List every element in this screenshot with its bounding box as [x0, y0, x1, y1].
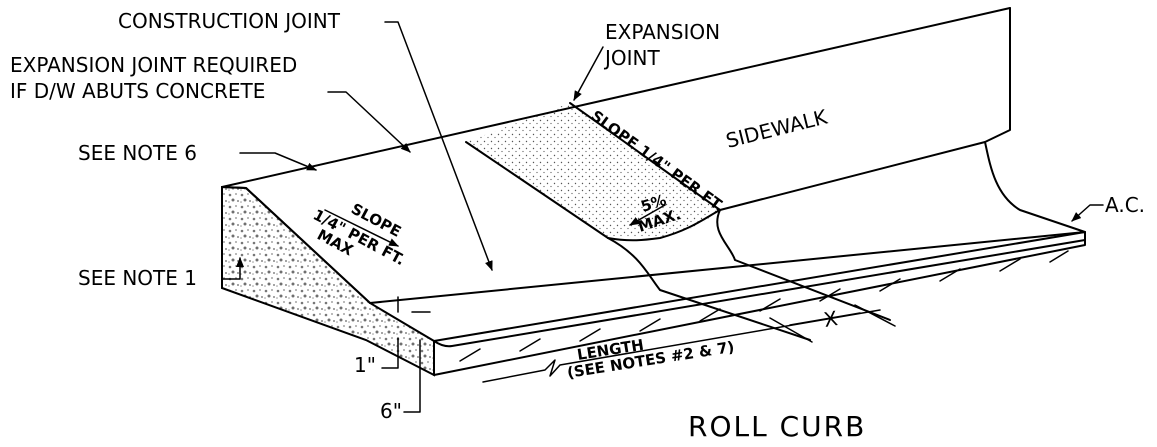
slope-arrow-left	[324, 209, 399, 247]
see-note-1-leader	[221, 257, 244, 280]
sidewalk-label: SIDEWALK	[723, 104, 830, 152]
expansion-joint-right-edge	[569, 102, 721, 211]
see-note-6-leader	[239, 152, 317, 171]
dim-x-label: X	[822, 306, 840, 332]
dim-1-leader	[381, 296, 399, 369]
dim-1-label: 1"	[354, 353, 376, 377]
ac-leader	[1071, 204, 1104, 222]
grade-arrow	[629, 204, 666, 226]
curb-hatching	[459, 250, 1069, 362]
length-dim-line	[482, 309, 881, 383]
sidewalk-front-edge	[716, 141, 986, 321]
curb-lip	[433, 239, 1086, 348]
expansion-joint-area	[466, 103, 720, 238]
sidewalk-back-edge	[984, 7, 1086, 233]
exp-required-line1: EXPANSION JOINT REQUIRED	[10, 53, 297, 77]
construction-joint-label: CONSTRUCTION JOINT	[118, 9, 341, 33]
curb-top-line	[433, 231, 1086, 376]
see-note-6-label: SEE NOTE 6	[78, 141, 197, 165]
expansion-joint-left-edge	[465, 141, 609, 239]
exp-required-line2: IF D/W ABUTS CONCRETE	[10, 79, 265, 103]
x-dim-line	[789, 312, 861, 326]
diagram-title: ROLL CURB	[688, 410, 866, 443]
expansion-joint-label-line1: EXPANSION	[605, 20, 720, 44]
see-note-1-label: SEE NOTE 1	[78, 266, 197, 290]
grade-transition-top	[607, 209, 721, 242]
expansion-joint-label-line2: JOINT	[603, 46, 661, 70]
expansion-joint-leader	[573, 46, 604, 101]
dim-6-label: 6"	[380, 399, 402, 423]
dim-6-leader	[403, 339, 421, 413]
curb-back-line	[369, 231, 1086, 304]
grade-transition-curve	[607, 237, 811, 341]
ac-label: A.C.	[1105, 193, 1145, 217]
construction-joint-leader	[384, 21, 493, 271]
x-ext-lines	[769, 304, 896, 343]
slab-outline	[221, 7, 1011, 304]
exp-required-leader	[327, 91, 411, 153]
